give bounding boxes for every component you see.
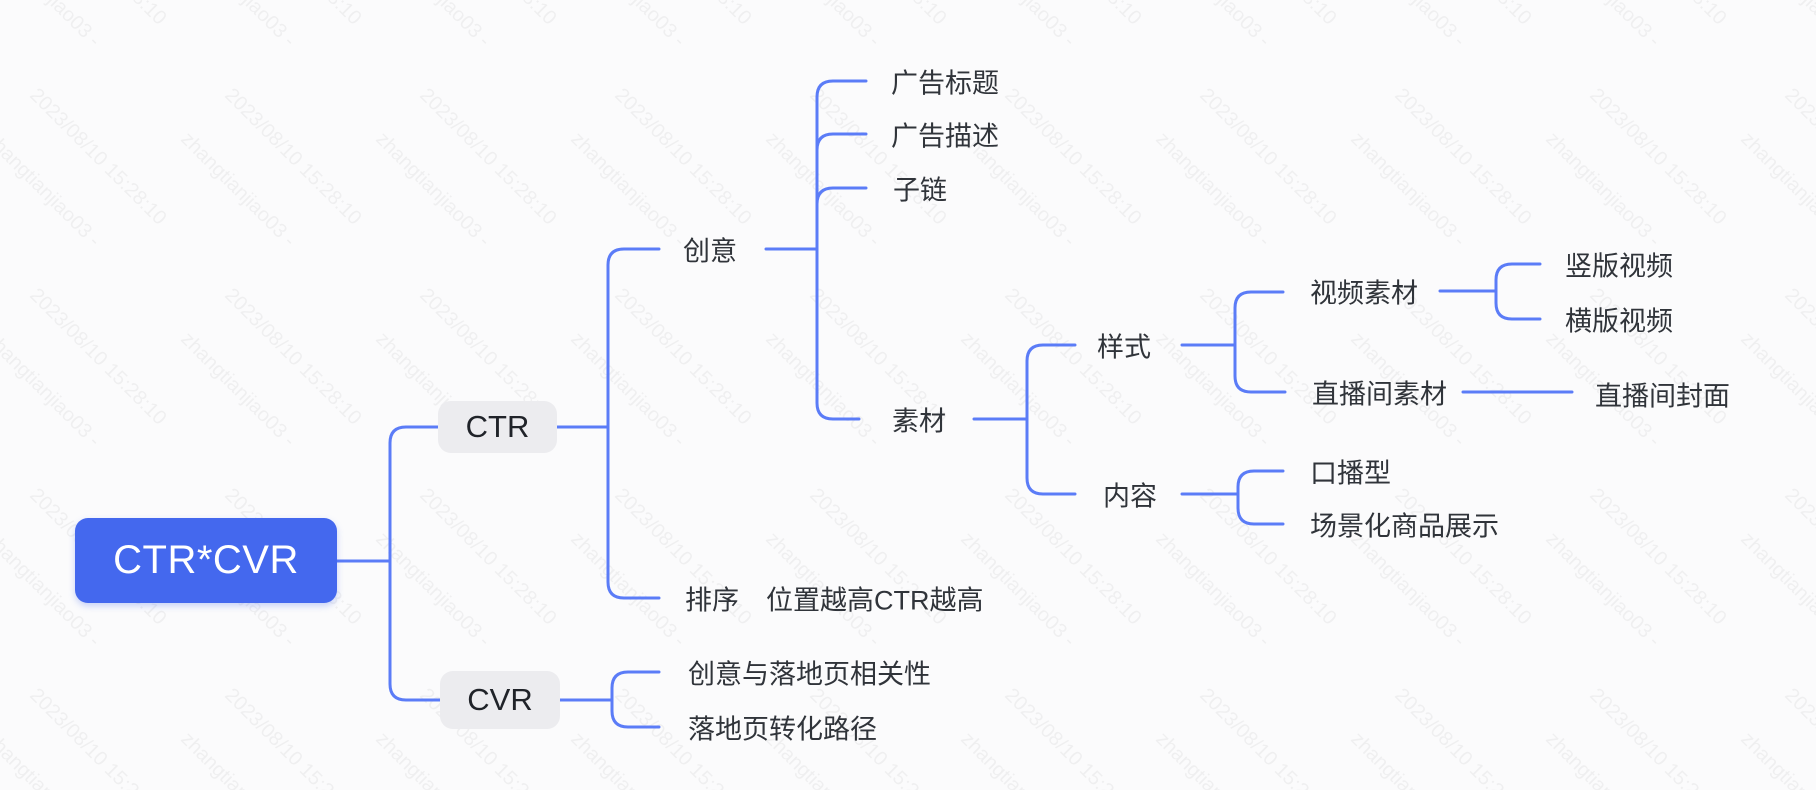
node-scene-product-display[interactable]: 场景化商品展示 <box>1310 511 1499 542</box>
connector-video-bracket <box>1438 262 1542 321</box>
node-sorting[interactable]: 排序 <box>685 585 739 616</box>
connector-cvr-bracket <box>558 670 661 729</box>
connector-style-bracket <box>1180 290 1287 394</box>
connector-material-bracket <box>972 343 1077 496</box>
node-content[interactable]: 内容 <box>1103 481 1157 512</box>
node-sorting-row: 排序 位置越高CTR越高 <box>685 579 984 618</box>
node-oral-type[interactable]: 口播型 <box>1310 458 1391 489</box>
node-horizontal-video[interactable]: 横版视频 <box>1565 306 1673 337</box>
node-live-cover[interactable]: 直播间封面 <box>1595 381 1730 412</box>
node-creative-landing-relevance[interactable]: 创意与落地页相关性 <box>688 659 931 690</box>
connector-root-bracket <box>335 425 442 702</box>
node-material[interactable]: 素材 <box>892 406 946 437</box>
node-style[interactable]: 样式 <box>1097 332 1151 363</box>
connector-content-bracket <box>1180 469 1285 526</box>
node-cvr[interactable]: CVR <box>440 671 560 729</box>
node-live-material[interactable]: 直播间素材 <box>1312 379 1447 410</box>
node-ctr[interactable]: CTR <box>438 401 557 453</box>
root-node[interactable]: CTR*CVR <box>75 518 337 603</box>
node-landing-conversion-path[interactable]: 落地页转化路径 <box>688 714 877 745</box>
node-vertical-video[interactable]: 竖版视频 <box>1565 251 1673 282</box>
node-sorting-note[interactable]: 位置越高CTR越高 <box>766 585 984 616</box>
node-video-material[interactable]: 视频素材 <box>1310 278 1418 309</box>
node-ad-description[interactable]: 广告描述 <box>891 121 999 152</box>
node-ad-title[interactable]: 广告标题 <box>891 68 999 99</box>
node-creative[interactable]: 创意 <box>683 236 737 267</box>
connector-ctr-bracket <box>555 247 661 600</box>
node-sublink[interactable]: 子链 <box>893 175 947 206</box>
connector-creative-bracket <box>764 79 868 421</box>
